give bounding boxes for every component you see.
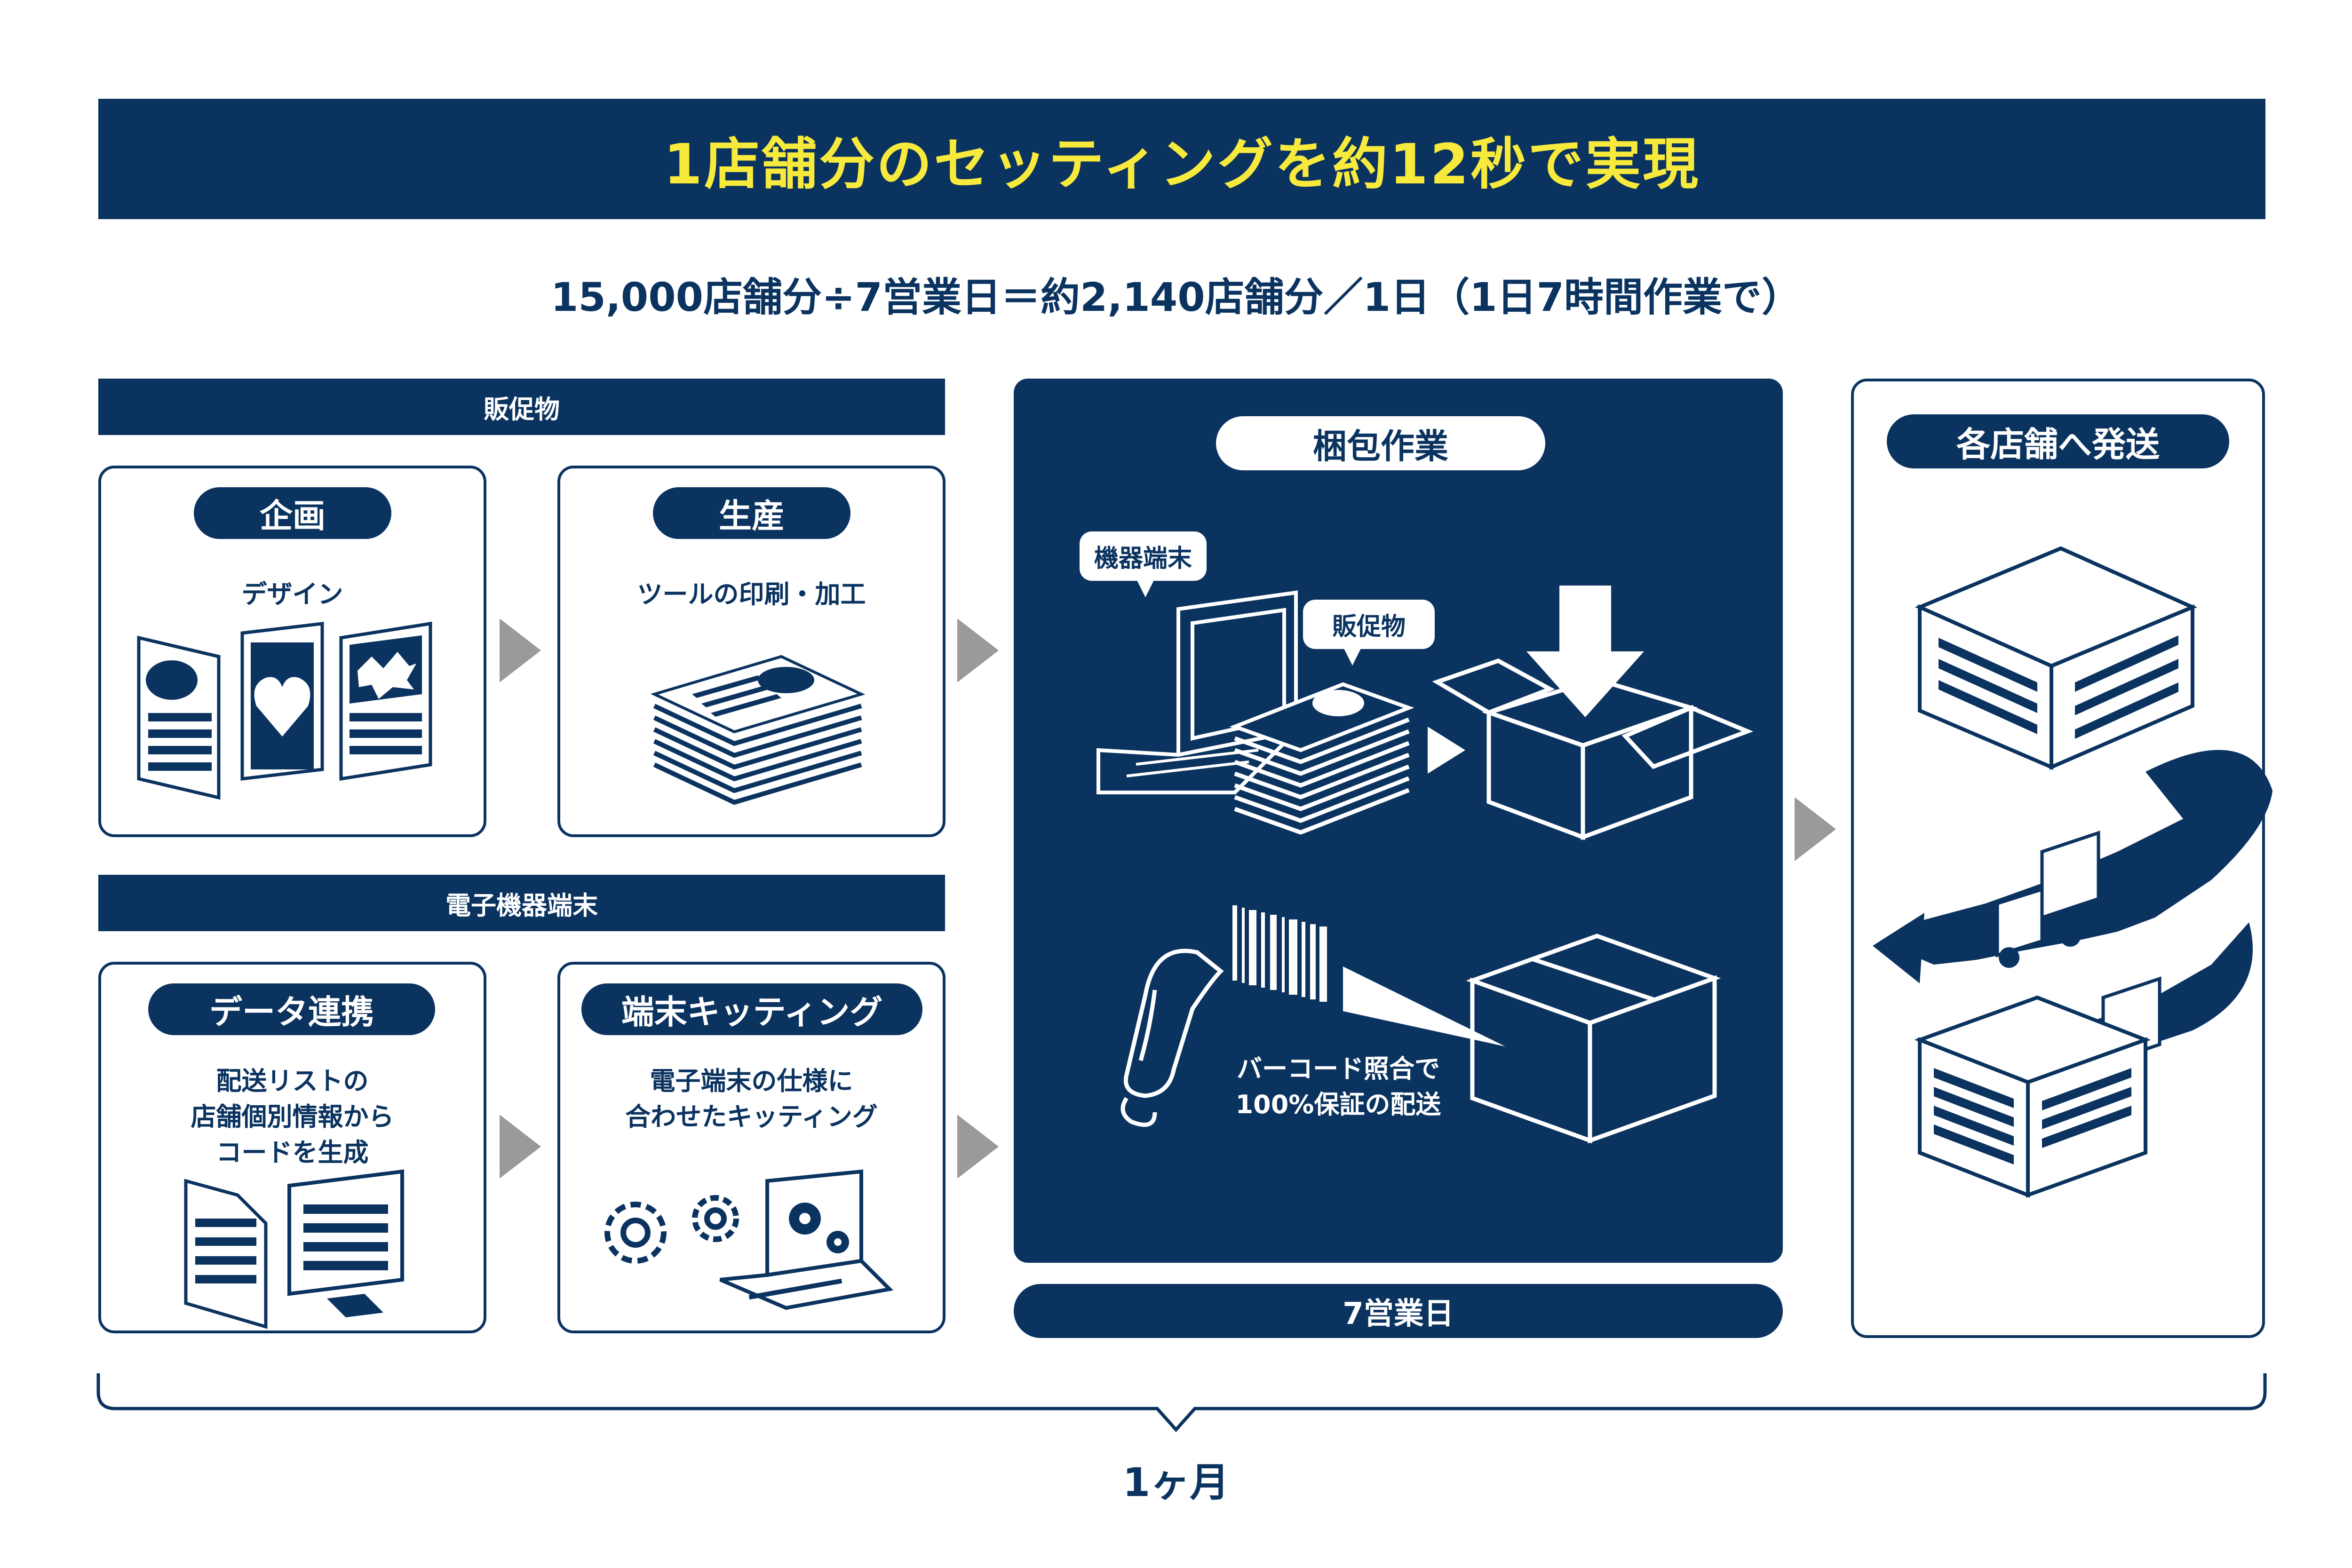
period-label: 1ヶ月	[1122, 1459, 1230, 1505]
barcode-desc: バーコード照合で 100%保証の配送	[1235, 1054, 1441, 1119]
card-kitting: 端末キッティング 電子端末の仕様に 合わせたキッティング	[557, 962, 946, 1333]
section-header-device: 電子機器端末	[98, 875, 945, 931]
data-link-desc: 配送リストの 店舗個別情報から コードを生成	[191, 1066, 394, 1167]
period-bracket	[96, 1373, 2267, 1433]
production-title: 生産	[653, 487, 850, 539]
planning-title: 企画	[194, 487, 391, 539]
card-shipping: 各店舗へ発送	[1851, 379, 2273, 1338]
title-banner: 1店舗分のセッティングを約12秒で実現	[98, 99, 2265, 219]
laptop-gears-icon	[604, 1169, 894, 1310]
document-monitor-icon	[184, 1169, 404, 1329]
card-data-link: データ連携 配送リストの 店舗個別情報から コードを生成	[98, 962, 486, 1333]
kitting-title: 端末キッティング	[581, 983, 922, 1035]
formula-text: 15,000店舗分÷7営業日＝約2,140店舗分／1日（1日7時間作業で）	[550, 274, 1802, 320]
design-sheets-icon	[137, 621, 432, 800]
arrow-right-icon	[500, 1115, 541, 1179]
bubble-device: 機器端末	[1080, 531, 1207, 581]
kitting-desc: 電子端末の仕様に 合わせたキッティング	[625, 1066, 878, 1132]
production-desc: ツールの印刷・加工	[637, 579, 866, 609]
shipping-illustration	[1873, 546, 2273, 1198]
card-production: 生産 ツールの印刷・加工	[557, 466, 946, 837]
shipping-title: 各店舗へ発送	[1887, 414, 2229, 468]
section-header-promo: 販促物	[98, 379, 945, 435]
packing-illustration	[1097, 586, 1754, 1144]
arrow-right-icon	[957, 1115, 999, 1179]
duration-bar: 7営業日	[1014, 1284, 1783, 1338]
arrow-right-icon	[1795, 797, 1836, 861]
packing-title: 梱包作業	[1216, 416, 1545, 470]
arrow-right-icon	[500, 618, 541, 682]
card-planning: 企画 デザイン	[98, 466, 486, 837]
data-link-title: データ連携	[148, 983, 435, 1035]
bubble-promo: 販促物	[1303, 600, 1435, 649]
packing-panel: 梱包作業 機器端末 販促物	[1014, 379, 1783, 1263]
planning-desc: デザイン	[241, 579, 343, 609]
page-title: 1店舗分のセッティングを約12秒で実現	[663, 131, 1700, 197]
arrow-right-icon	[957, 618, 999, 682]
printed-stack-icon	[650, 655, 866, 805]
